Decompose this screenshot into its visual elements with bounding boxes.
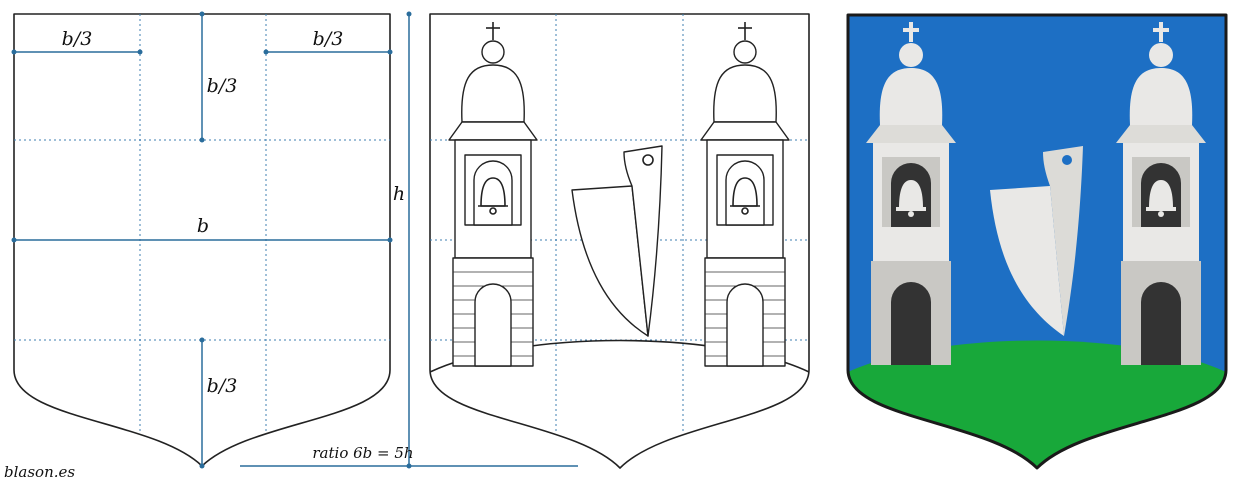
cleaver (990, 146, 1083, 336)
line-art-tower-right (700, 22, 790, 367)
coloured-shield-outline (846, 13, 1228, 470)
tower-right (1116, 22, 1206, 365)
tower-left (866, 22, 956, 365)
construction-guides (11, 11, 578, 469)
chief-width-label: b/3 (62, 28, 93, 50)
base-height-label: b/3 (207, 375, 238, 397)
line-art-cleaver (571, 145, 663, 337)
line-art-tower-left (448, 22, 538, 367)
height-label: h (393, 183, 405, 205)
line-art-shield-outline (429, 13, 810, 469)
coloured-arms-panel (846, 13, 1228, 470)
chief-height-label: b/3 (207, 75, 238, 97)
credit-text: blason.es (4, 463, 75, 481)
line-art-panel (429, 13, 810, 469)
construction-panel: b/3 b/3 b/3 b h b/3 ratio 6b = 5h (11, 11, 578, 469)
chief-width-label-right: b/3 (313, 28, 344, 50)
width-label: b (197, 215, 209, 237)
ratio-label: ratio 6b = 5h (312, 444, 413, 462)
